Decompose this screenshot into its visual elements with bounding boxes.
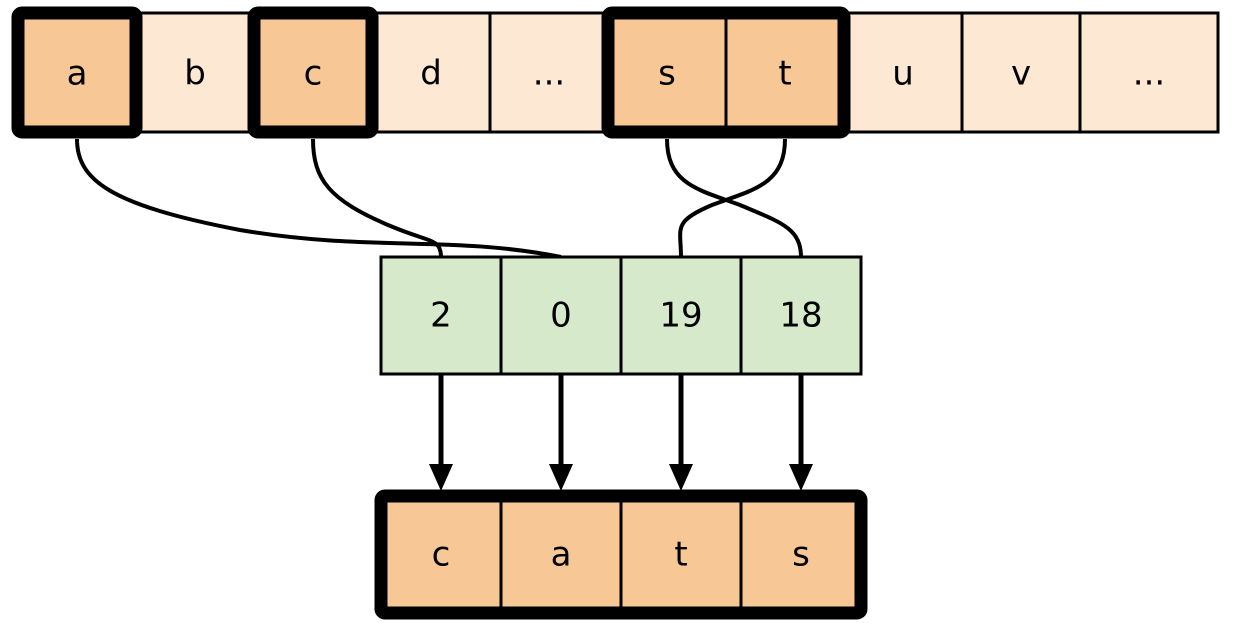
vocab-cell-ellipsis-left[interactable]	[488, 11, 610, 134]
index-row: 2 0 19 18	[379, 255, 863, 376]
index-cell-3[interactable]	[739, 255, 863, 376]
curve-connectors	[75, 138, 803, 259]
index-cell-0[interactable]	[379, 255, 503, 376]
vocab-cell-c[interactable]	[252, 11, 374, 134]
arrow-head-3	[789, 464, 813, 491]
vocab-highlight-c	[247, 6, 379, 139]
curve-a-to-index-1	[75, 138, 562, 259]
output-cell-3[interactable]	[739, 494, 863, 615]
index-cell-1[interactable]	[499, 255, 623, 376]
vocabulary-row: a b c d ... s t u v ...	[11, 6, 1220, 139]
vocab-cell-b[interactable]	[134, 11, 256, 134]
vocab-cell-a[interactable]	[16, 11, 138, 134]
output-cell-1[interactable]	[499, 494, 623, 615]
output-cell-2[interactable]	[619, 494, 743, 615]
curve-c-to-index-0	[311, 138, 443, 258]
vocab-cell-u[interactable]	[842, 11, 964, 134]
output-row-highlight	[374, 489, 868, 620]
index-cell-2[interactable]	[619, 255, 743, 376]
arrow-head-0	[429, 464, 453, 491]
vocab-cell-t[interactable]	[724, 11, 846, 134]
vocab-cell-ellipsis-right[interactable]	[1078, 11, 1220, 134]
index-to-output-arrows	[429, 374, 813, 491]
output-cell-0[interactable]	[379, 494, 503, 615]
vocab-highlight-a	[11, 6, 143, 139]
vocab-cell-v[interactable]	[960, 11, 1082, 134]
vocab-cell-d[interactable]	[370, 11, 492, 134]
arrow-head-1	[549, 464, 573, 491]
vocab-highlight-st	[601, 6, 851, 139]
curve-s-to-index-3	[665, 138, 803, 258]
output-row: c a t s	[374, 489, 868, 620]
curve-t-to-index-2	[678, 138, 787, 258]
vocab-cell-s[interactable]	[606, 11, 728, 134]
arrow-head-2	[669, 464, 693, 491]
